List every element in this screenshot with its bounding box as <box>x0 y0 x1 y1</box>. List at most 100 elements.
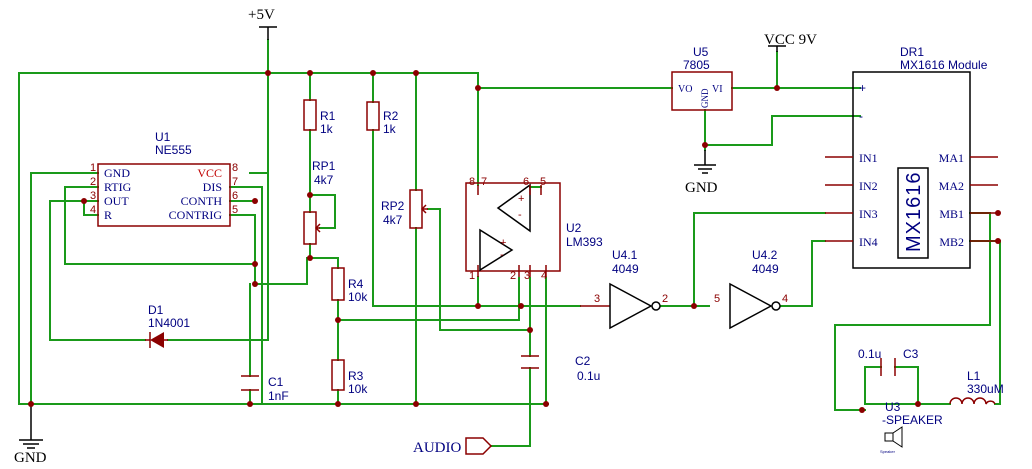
rp2-value: 4k7 <box>383 213 403 227</box>
r2-ref: R2 <box>383 109 399 123</box>
r3-value: 10k <box>348 382 368 396</box>
capacitor-c1[interactable]: C1 1nF <box>241 375 289 403</box>
u1-num-4: 4 <box>90 204 96 216</box>
u1-num-3: 3 <box>90 190 96 202</box>
l1-value: 330uM <box>967 382 1004 396</box>
l1-ref: L1 <box>967 369 981 383</box>
dr1-in1: IN1 <box>859 151 878 165</box>
u2-lm393[interactable]: + - + - 8 7 6 5 1 2 3 4 U2 LM393 <box>465 176 603 282</box>
c3-ref: C3 <box>903 347 919 361</box>
u1-pin-contrig: CONTRIG <box>169 208 223 222</box>
dr1-in2: IN2 <box>859 179 878 193</box>
u1-pin-out: OUT <box>104 194 129 208</box>
u1-ne555[interactable]: U1 NE555 GND RTIG OUT R VCC DIS CONTH CO… <box>90 130 238 227</box>
resistor-r2[interactable]: R2 1k <box>366 101 399 136</box>
dr1-ma2: MA2 <box>939 179 964 193</box>
potentiometer-rp2[interactable]: RP2 4k7 <box>381 189 428 229</box>
dr1-chip-label: MX1616 <box>903 172 925 253</box>
u5-value: 7805 <box>683 58 710 72</box>
dr1-mx1616-module[interactable]: MX1616 DR1 MX1616 Module + - IN1 IN2 IN3… <box>825 45 998 269</box>
junctions <box>28 70 1001 413</box>
dr1-ma1: MA1 <box>939 151 964 165</box>
diode-d1[interactable]: D1 1N4001 <box>145 303 190 348</box>
gnd-reg-label: GND <box>685 180 718 196</box>
u5-vi-label: VI <box>712 84 723 95</box>
u2-pin-7: 7 <box>481 176 487 188</box>
u42-pin-5: 5 <box>714 293 720 305</box>
u2-pin-4: 4 <box>541 270 547 282</box>
u1-pin-r: R <box>104 208 112 222</box>
audio-label: AUDIO <box>413 440 461 456</box>
gnd-left-symbol: GND <box>14 404 47 466</box>
u2-pin-1: 1 <box>469 270 475 282</box>
resistor-r1[interactable]: R1 1k <box>303 99 336 136</box>
rp2-ref: RP2 <box>381 199 405 213</box>
speaker-icon: Speaker <box>880 426 903 454</box>
inductor-l1[interactable]: L1 330uM <box>949 369 1004 405</box>
u42-pin-4: 4 <box>782 293 788 305</box>
power-9v-symbol: VCC 9V <box>764 32 817 52</box>
u41-pin-2: 2 <box>662 293 668 305</box>
resistor-r3[interactable]: R3 10k <box>331 359 368 396</box>
dr1-plus: + <box>859 81 866 95</box>
u41-pin-3: 3 <box>594 293 600 305</box>
r2-value: 1k <box>383 122 397 136</box>
u1-pin-dis: DIS <box>203 180 222 194</box>
gnd-reg-symbol: GND <box>685 150 718 196</box>
audio-port[interactable]: AUDIO <box>413 437 493 456</box>
speaker-u3[interactable]: U3 -SPEAKER Speaker <box>880 400 943 454</box>
c3-value: 0.1u <box>858 347 881 361</box>
dr1-ref: DR1 <box>900 45 924 59</box>
power-5v-symbol: +5V <box>248 7 277 40</box>
dr1-value: MX1616 Module <box>900 58 988 72</box>
power-5v-label: +5V <box>248 7 275 23</box>
u1-num-7: 7 <box>232 176 238 188</box>
u2-pin-6: 6 <box>523 176 529 188</box>
u1-num-2: 2 <box>90 176 96 188</box>
u42-ref: U4.2 <box>752 248 778 262</box>
inverter-u4-2[interactable]: U4.2 4049 5 4 <box>714 248 788 330</box>
svg-text:+: + <box>518 193 524 205</box>
u2-ref: U2 <box>566 221 582 235</box>
power-9v-label: VCC 9V <box>764 32 817 48</box>
resistor-r4[interactable]: R4 10k <box>331 267 368 304</box>
c1-value: 1nF <box>268 389 289 403</box>
dr1-minus: - <box>859 109 863 123</box>
r1-ref: R1 <box>320 109 336 123</box>
dr1-mb1: MB1 <box>939 207 964 221</box>
dr1-in4: IN4 <box>859 235 878 249</box>
u1-value: NE555 <box>155 143 192 157</box>
c2-ref: C2 <box>575 354 591 368</box>
c2-value: 0.1u <box>577 369 600 383</box>
u1-num-1: 1 <box>90 162 96 174</box>
capacitor-c2[interactable]: C2 0.1u <box>521 354 600 383</box>
rp1-value: 4k7 <box>314 173 334 187</box>
u3-value: -SPEAKER <box>882 413 943 427</box>
svg-text:-: - <box>518 209 522 221</box>
inverter-u4-1[interactable]: U4.1 4049 3 2 <box>580 248 668 330</box>
u41-value: 4049 <box>612 262 639 276</box>
u1-num-5: 5 <box>232 204 238 216</box>
u41-ref: U4.1 <box>612 248 638 262</box>
u5-regulator[interactable]: U5 7805 VO VI GND <box>671 45 733 111</box>
dr1-in3: IN3 <box>859 207 878 221</box>
u5-gnd-label: GND <box>700 88 710 108</box>
u2-pin-2: 2 <box>510 270 516 282</box>
d1-ref: D1 <box>148 303 164 317</box>
r4-ref: R4 <box>348 277 364 291</box>
r3-ref: R3 <box>348 369 364 383</box>
u2-pin-3: 3 <box>524 270 530 282</box>
capacitor-c3[interactable]: 0.1u C3 <box>858 347 919 376</box>
r4-value: 10k <box>348 290 368 304</box>
rp1-ref: RP1 <box>312 159 336 173</box>
potentiometer-rp1[interactable]: RP1 4k7 <box>303 159 336 245</box>
c1-ref: C1 <box>268 375 284 389</box>
u42-value: 4049 <box>752 262 779 276</box>
d1-value: 1N4001 <box>148 316 190 330</box>
u1-pin-rtig: RTIG <box>104 180 132 194</box>
u5-ref: U5 <box>693 45 709 59</box>
u5-vo-label: VO <box>678 84 692 95</box>
r1-value: 1k <box>320 122 334 136</box>
